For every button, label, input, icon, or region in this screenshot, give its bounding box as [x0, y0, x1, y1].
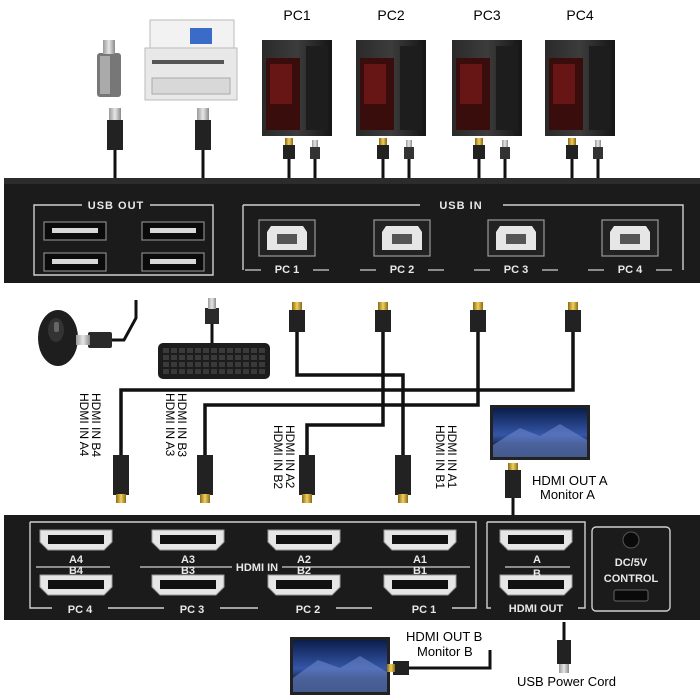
pc-tower-icon: [545, 40, 615, 136]
hdmi-port-top-label: A2: [297, 554, 311, 566]
hdmi-in-vertical-label: HDMI IN A1: [445, 425, 459, 489]
usb-b-port: [601, 219, 659, 257]
monitor-a-cable: [505, 463, 521, 520]
hdmi-in-vertical-label: HDMI IN A3: [163, 393, 177, 457]
pc-tower-icon: [356, 40, 426, 136]
hdmi-in-vertical-label: HDMI IN B2: [271, 425, 285, 489]
hdmi-panel: HDMI IN HDMI OUT DC/5V CONTROL: [4, 515, 700, 620]
hdmi-plug-bottom: [197, 455, 213, 503]
hdmi-in-port: [383, 574, 457, 596]
usb-out-title: USB OUT: [88, 200, 145, 212]
hdmi-pc-group-label: PC 4: [68, 604, 93, 616]
usb-flash-drive-icon: [97, 40, 121, 97]
hdmi-in-port: [39, 529, 113, 551]
hdmi-cable-bundle: [119, 330, 575, 455]
hdmi-port-top-label: A4: [69, 554, 84, 566]
keyboard-usb-plug-icon: [205, 298, 219, 343]
hdmi-pc-group-label: PC 1: [412, 604, 436, 616]
hdmi-in-vertical-label: HDMI IN B4: [89, 393, 103, 457]
usb-b-port: [487, 219, 545, 257]
usb-a-port: [141, 252, 205, 272]
monitor-b-line1: HDMI OUT B: [406, 629, 482, 644]
usb-panel: USB OUT USB IN: [4, 178, 700, 283]
hdmi-in-vertical-label: HDMI IN B3: [175, 393, 189, 457]
pc-tower-icon: [452, 40, 522, 136]
hdmi-port-bottom-label: B3: [181, 565, 195, 577]
pc-cable-pair: [377, 138, 414, 178]
pc-label: PC2: [377, 7, 404, 23]
usb-b-port: [373, 219, 431, 257]
monitor-b-line2: Monitor B: [417, 644, 473, 659]
hdmi-port-top-label: A1: [413, 554, 427, 566]
hdmi-pc-group-label: PC 3: [180, 604, 204, 616]
hdmi-plug-top: [289, 302, 305, 332]
mouse-icon: [38, 310, 78, 366]
hdmi-port-bottom-label: B2: [297, 565, 311, 577]
monitor-a-line2: Monitor A: [540, 487, 595, 502]
pc-label: PC4: [566, 7, 593, 23]
hdmi-plug-top: [375, 302, 391, 332]
hdmi-out-bottom-label: B: [533, 568, 541, 580]
usb-in-port-label: PC 4: [618, 264, 643, 276]
pc-cable-pair: [473, 138, 510, 178]
hdmi-in-title: HDMI IN: [236, 562, 278, 574]
usb-in-port-label: PC 2: [390, 264, 414, 276]
hdmi-out-title: HDMI OUT: [509, 603, 564, 615]
usb-in-title: USB IN: [439, 200, 482, 212]
hdmi-plug-bottom: [395, 455, 411, 503]
hdmi-in-port: [267, 574, 341, 596]
keyboard-icon: [158, 343, 270, 379]
pc-cable-pair: [566, 138, 603, 178]
pc-label: PC1: [283, 7, 310, 23]
hdmi-port-bottom-label: B1: [413, 565, 427, 577]
hdmi-in-port: [39, 574, 113, 596]
dc-label: DC/5V: [615, 557, 648, 569]
usb-a-port: [43, 221, 107, 241]
pc-label: PC3: [473, 7, 500, 23]
pc-tower-icon: [262, 40, 332, 136]
hdmi-in-vertical-label: HDMI IN A4: [77, 393, 91, 457]
monitor-b-cable: [387, 650, 492, 675]
hdmi-in-vertical-label: HDMI IN B1: [433, 425, 447, 489]
hdmi-out-port: [499, 574, 573, 596]
usb-in-port-label: PC 1: [275, 264, 299, 276]
monitor-a-icon: [490, 405, 590, 460]
usb-power-cord-label: USB Power Cord: [517, 674, 616, 689]
usb-a-port: [141, 221, 205, 241]
control-label: CONTROL: [604, 573, 659, 585]
hdmi-plug-top: [565, 302, 581, 332]
hdmi-port-top-label: A3: [181, 554, 195, 566]
usb-cable-printer: [195, 108, 211, 178]
hdmi-in-port: [151, 574, 225, 596]
mouse-usb-dongle-icon: [76, 300, 138, 348]
usb-cable-flash: [107, 108, 123, 178]
printer-icon: [144, 19, 238, 101]
hdmi-out-top-label: A: [533, 554, 541, 566]
usb-power-cord-icon: [557, 622, 571, 673]
hdmi-plug-top: [470, 302, 486, 332]
hdmi-plug-bottom: [113, 455, 129, 503]
monitor-b-icon: [290, 637, 390, 695]
hdmi-in-port: [151, 529, 225, 551]
hdmi-in-port: [383, 529, 457, 551]
hdmi-plug-bottom: [299, 455, 315, 503]
monitor-a-line1: HDMI OUT A: [532, 473, 608, 488]
usb-in-port-label: PC 3: [504, 264, 528, 276]
hdmi-port-bottom-label: B4: [69, 565, 84, 577]
hdmi-in-port: [267, 529, 341, 551]
usb-b-port: [258, 219, 316, 257]
hdmi-pc-group-label: PC 2: [296, 604, 320, 616]
usb-a-port: [43, 252, 107, 272]
pc-cable-pair: [283, 138, 320, 178]
hdmi-in-vertical-label: HDMI IN A2: [283, 425, 297, 489]
hdmi-out-port: [499, 529, 573, 551]
